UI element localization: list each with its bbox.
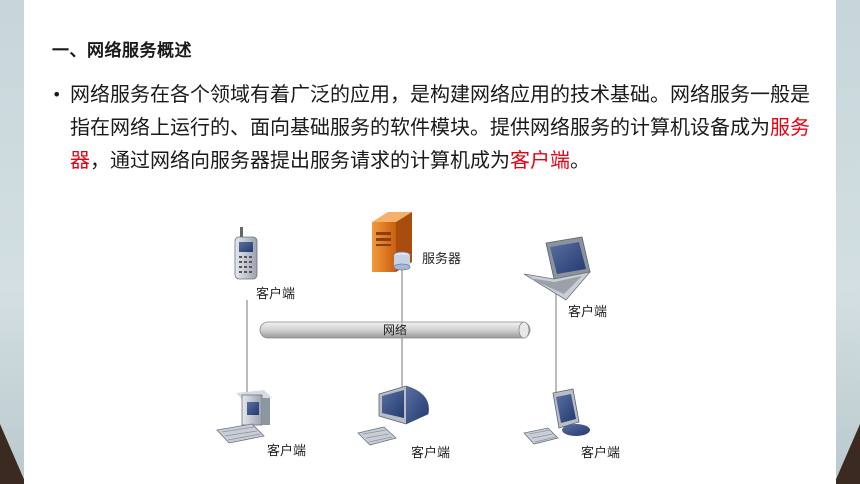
network-tube: 网络 <box>259 321 531 339</box>
client-label-phone: 客户端 <box>256 286 295 302</box>
client-label-pc3: 客户端 <box>581 445 620 461</box>
server-icon <box>372 212 412 272</box>
bullet-marker: • <box>52 85 62 104</box>
client-label-laptop: 客户端 <box>568 304 607 320</box>
paragraph-text: 网络服务在各个领域有着广泛的应用，是构建网络应用的技术基础。网络服务一般是指在网… <box>70 78 812 177</box>
background-left-panel <box>0 0 28 484</box>
paragraph-text-part-3: 。 <box>570 148 590 172</box>
server-label: 服务器 <box>422 251 461 267</box>
desktop-pc-icon-1 <box>216 390 272 444</box>
client-label-pc2: 客户端 <box>411 445 450 461</box>
highlight-client: 客户端 <box>510 148 570 172</box>
background-right-panel <box>832 0 860 484</box>
highlight-server: 服务器 <box>70 115 810 172</box>
phone-icon <box>234 227 258 280</box>
network-diagram: 网络 服务器 客户端 <box>216 212 620 461</box>
body-paragraph: • 网络服务在各个领域有着广泛的应用，是构建网络应用的技术基础。网络服务一般是指… <box>52 78 812 177</box>
desktop-pc-icon-3 <box>523 388 590 445</box>
slide: 一、网络服务概述 • 网络服务在各个领域有着广泛的应用，是构建网络应用的技术基础… <box>24 0 836 484</box>
paragraph-text-part-2: ，通过网络向服务器提出服务请求的计算机成为 <box>90 148 510 172</box>
paragraph-text-part-1: 网络服务在各个领域有着广泛的应用，是构建网络应用的技术基础。网络服务一般是指在网… <box>70 82 810 139</box>
desktop-pc-icon-2 <box>357 385 429 446</box>
client-label-pc1: 客户端 <box>267 443 306 459</box>
section-heading: 一、网络服务概述 <box>52 41 192 61</box>
network-label: 网络 <box>383 322 407 337</box>
decorative-roof-left <box>0 424 26 484</box>
decorative-roof-right <box>834 424 860 484</box>
laptop-icon <box>523 236 592 301</box>
